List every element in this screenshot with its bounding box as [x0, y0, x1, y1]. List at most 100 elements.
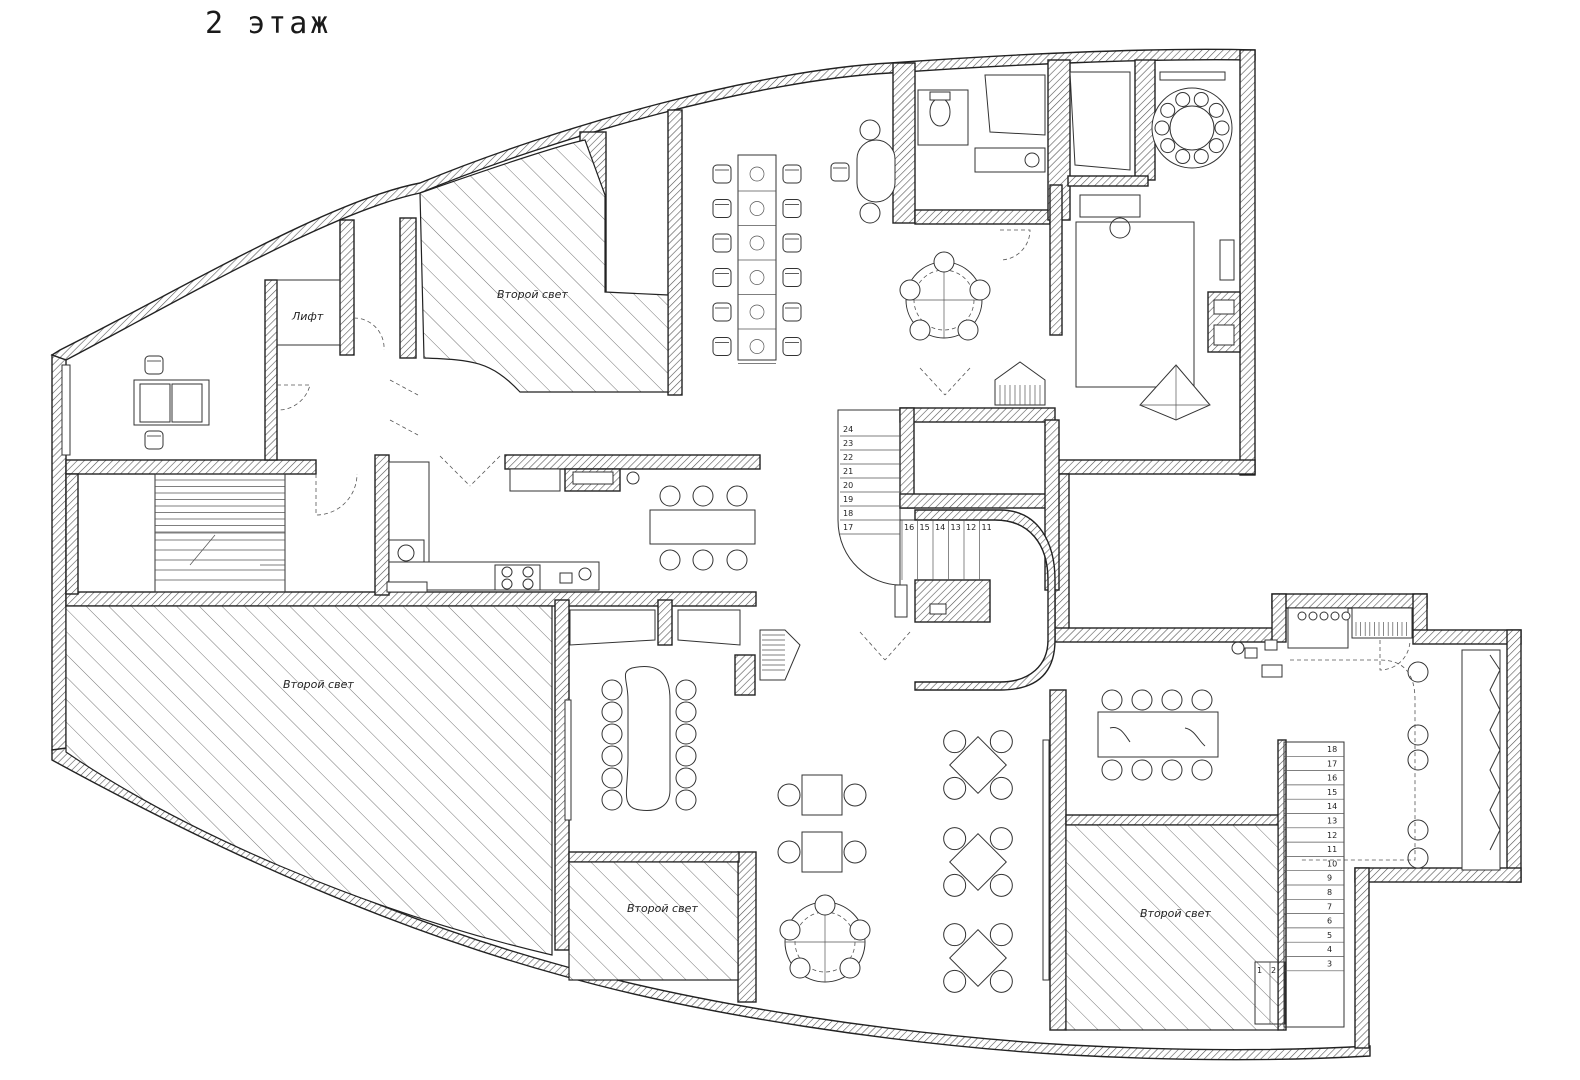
chair-icon — [601, 789, 623, 811]
chair-icon — [1131, 759, 1153, 781]
void-label-middle: Второй свет — [627, 902, 698, 915]
stair-step-number: 15 — [1327, 788, 1337, 797]
chair-icon — [726, 549, 748, 571]
void-area-large — [65, 605, 553, 956]
round-table-bottom — [779, 894, 871, 983]
chair-icon — [1191, 759, 1213, 781]
stair-step-number: 14 — [935, 523, 945, 532]
chair-icon — [601, 723, 623, 745]
stair-step-number: 5 — [1327, 931, 1332, 940]
stairs-left — [154, 473, 286, 593]
chair-icon — [1191, 689, 1213, 711]
stair-step-number: 12 — [966, 523, 976, 532]
chair-icon — [692, 549, 714, 571]
stair-step-number: 7 — [1327, 902, 1332, 911]
stair-step-number: 17 — [843, 523, 853, 532]
stair-step-number: 20 — [843, 481, 853, 490]
void-area-top — [419, 139, 669, 393]
chair-icon — [1161, 759, 1183, 781]
void-area-middle — [568, 861, 739, 981]
stair-step-number: 3 — [1327, 960, 1332, 969]
bedroom-right — [1075, 194, 1241, 421]
chair-icon — [601, 679, 623, 701]
chair-icon — [712, 164, 732, 184]
stair-step-number: 8 — [1327, 888, 1332, 897]
stair-step-number: 11 — [1327, 845, 1337, 854]
chair-icon — [659, 549, 681, 571]
chair-icon — [601, 701, 623, 723]
stair-step-number: 1 — [1257, 966, 1262, 975]
chair-icon — [1131, 689, 1153, 711]
stair-step-number: 4 — [1327, 945, 1332, 954]
stair-step-number: 13 — [951, 523, 961, 532]
chair-icon — [1407, 749, 1429, 771]
chair-icon — [675, 789, 697, 811]
chair-icon — [782, 164, 802, 184]
chair-icon — [712, 302, 732, 322]
meeting-table — [601, 666, 697, 811]
stair-step-number: 21 — [843, 467, 853, 476]
chair-icon — [1101, 689, 1123, 711]
chair-icon — [712, 199, 732, 218]
chair-icon — [601, 745, 623, 767]
void-area-right — [1065, 824, 1279, 1031]
chair-icon — [659, 485, 681, 507]
round-table-top-right — [1151, 71, 1233, 169]
chair-icon — [712, 233, 732, 253]
chair-icon — [675, 767, 697, 789]
stair-step-number: 16 — [1327, 774, 1337, 783]
stair-step-number: 10 — [1327, 859, 1337, 868]
chair-icon — [1407, 819, 1429, 841]
chair-icon — [726, 485, 748, 507]
oval-table-top — [830, 119, 896, 224]
chair-icon — [782, 199, 802, 218]
chair-icon — [692, 485, 714, 507]
chair-icon — [782, 302, 802, 322]
dining-table-top — [712, 154, 802, 364]
chair-icon — [675, 723, 697, 745]
storage-top — [994, 361, 1046, 406]
chair-icon — [1407, 724, 1429, 746]
void-label-right: Второй свет — [1140, 907, 1211, 920]
lift-shaft — [276, 279, 341, 346]
void-label-top: Второй свет — [497, 288, 568, 301]
void-label-large: Второй свет — [283, 678, 354, 691]
bathroom-top — [917, 71, 1131, 173]
chair-icon — [782, 268, 802, 287]
chair-icon — [1407, 847, 1429, 869]
stair-step-number: 15 — [920, 523, 930, 532]
chair-icon — [675, 745, 697, 767]
chair-icon — [782, 233, 802, 253]
floor-title: 2 этаж — [205, 6, 332, 41]
stair-step-number: 14 — [1327, 802, 1337, 811]
partitions — [564, 609, 1050, 981]
chair-icon — [1161, 689, 1183, 711]
bedroom-top-left — [61, 355, 210, 456]
chair-icon — [675, 701, 697, 723]
kitchen — [386, 461, 756, 593]
round-table-top — [899, 251, 991, 341]
stair-step-number: 2 — [1271, 966, 1276, 975]
stair-step-number: 17 — [1327, 759, 1337, 768]
stair-step-number: 18 — [843, 509, 853, 518]
stair-step-number: 12 — [1327, 831, 1337, 840]
lift-label: Лифт — [291, 310, 324, 323]
stair-step-number: 13 — [1327, 817, 1337, 826]
stair-step-number: 23 — [843, 439, 853, 448]
chair-icon — [1407, 661, 1429, 683]
cafe-tables — [777, 730, 1013, 993]
chair-icon — [782, 337, 802, 356]
chair-icon — [675, 679, 697, 701]
void-areas — [65, 139, 1279, 1031]
stair-step-number: 9 — [1327, 874, 1332, 883]
stair-step-number: 19 — [843, 495, 853, 504]
stair-step-number: 18 — [1327, 745, 1337, 754]
stair-step-number: 6 — [1327, 917, 1332, 926]
stair-step-number: 22 — [843, 453, 853, 462]
chair-icon — [712, 337, 732, 356]
chair-icon — [712, 268, 732, 287]
bar-area — [1097, 607, 1501, 871]
